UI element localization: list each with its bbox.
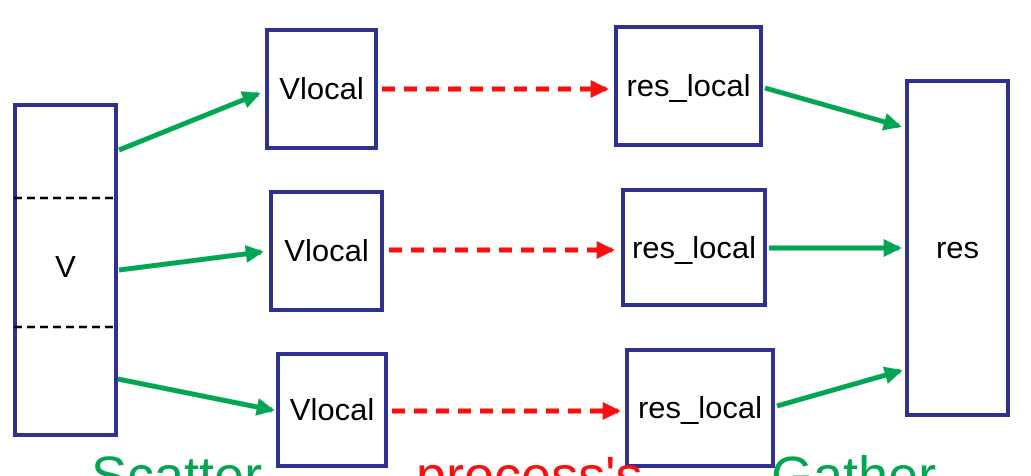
node-v-label: V: [55, 248, 76, 284]
gather-arrow-1: [764, 85, 902, 131]
node-vlocal-2-label: Vlocal: [284, 233, 369, 268]
node-res-local-1-label: res_local: [626, 68, 751, 103]
caption-gather: Gather: [771, 446, 937, 476]
node-res-local-3: res_local: [625, 348, 775, 468]
node-res: res: [905, 79, 1010, 417]
gather-arrow-3: [776, 366, 903, 409]
node-res-label: res: [935, 230, 980, 265]
scatter-arrow-3: [117, 376, 275, 416]
node-vlocal-3: Vlocal: [276, 352, 388, 468]
node-v: V: [13, 103, 118, 437]
node-res-local-1: res_local: [614, 25, 763, 147]
caption-process: process's: [416, 446, 643, 476]
node-vlocal-1: Vlocal: [265, 28, 378, 150]
v-middle-segment: V: [17, 202, 114, 331]
node-vlocal-2: Vlocal: [269, 190, 384, 312]
node-res-local-2-label: res_local: [631, 229, 757, 265]
node-res-local-2: res_local: [621, 188, 767, 307]
scatter-arrow-2: [118, 244, 264, 273]
node-res-local-3-label: res_local: [637, 390, 763, 425]
node-vlocal-3-label: Vlocal: [289, 392, 375, 427]
scatter-arrow-1: [118, 91, 261, 153]
caption-scatter: Scatter: [91, 446, 263, 476]
node-vlocal-1-label: Vlocal: [279, 71, 364, 106]
